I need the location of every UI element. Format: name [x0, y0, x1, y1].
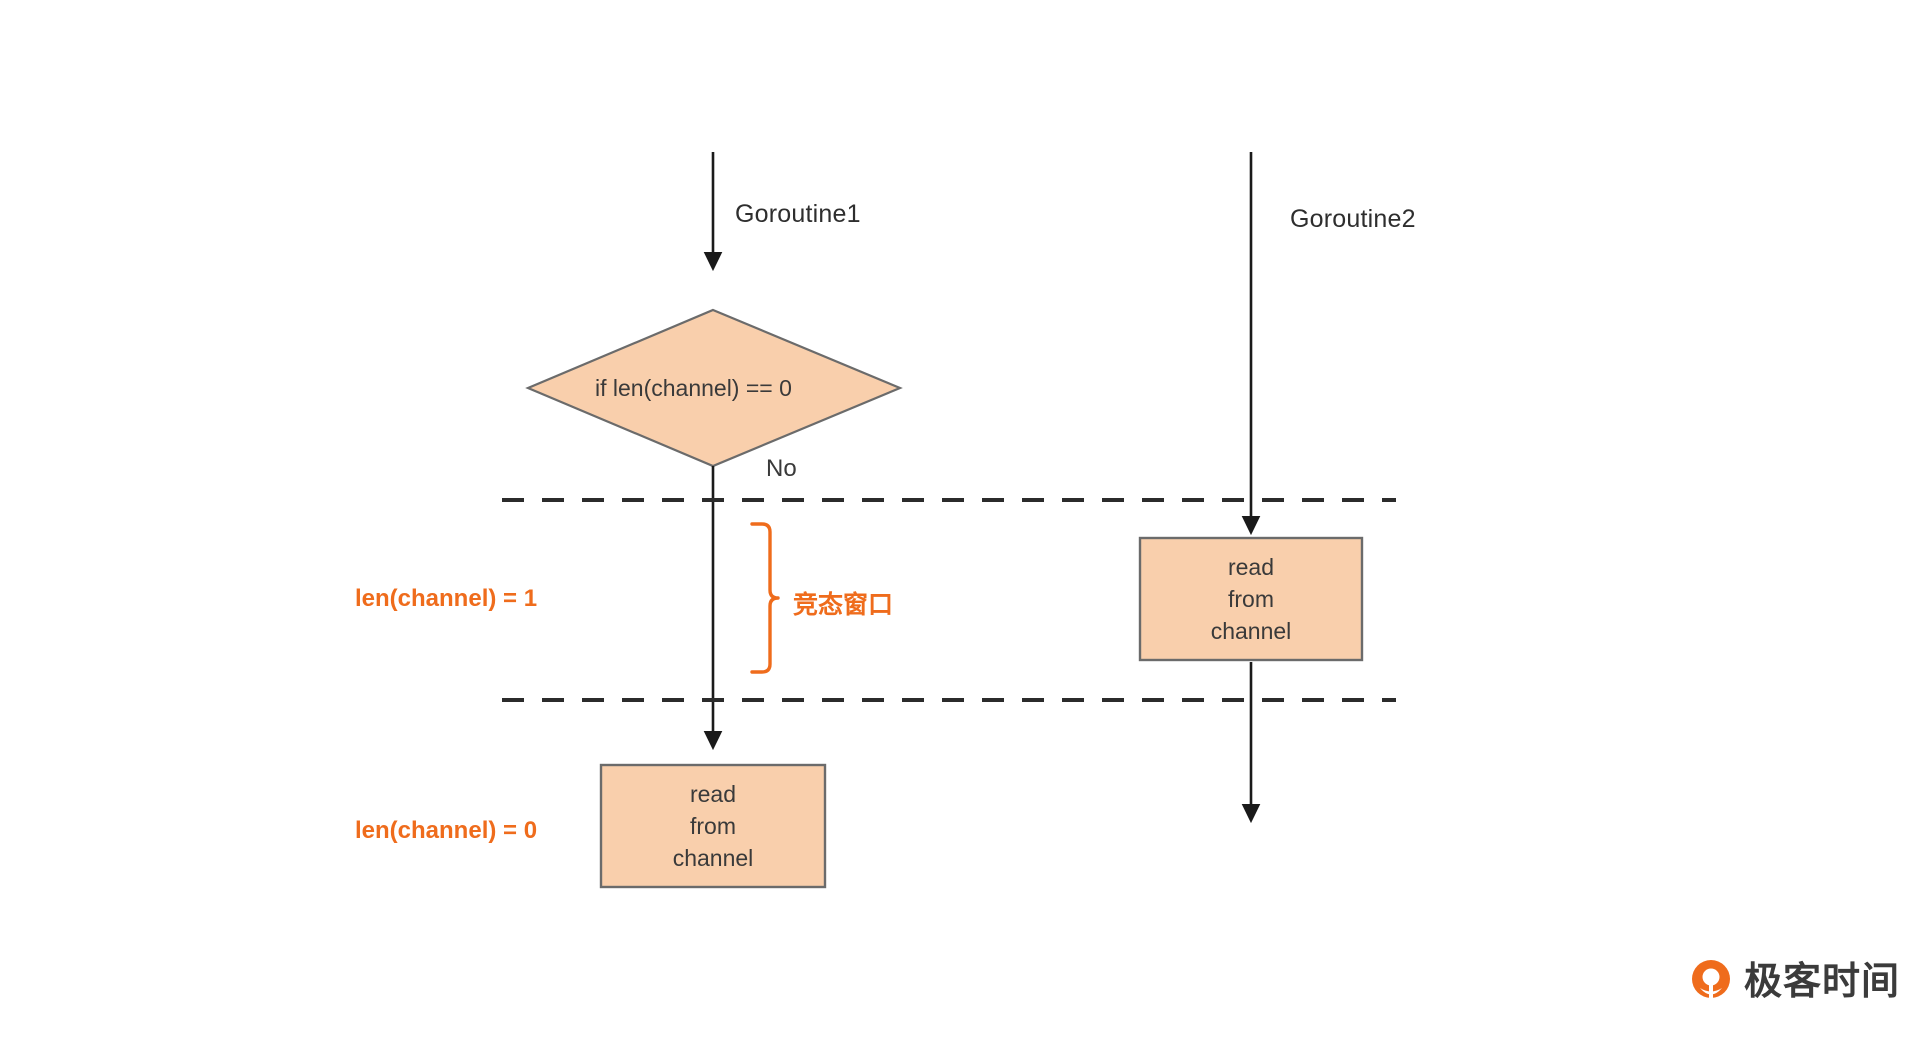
brand-logo: 极客时间	[1688, 958, 1900, 1004]
goroutine1-read-box	[599, 763, 827, 889]
goroutine1-read-box-label: read from channel	[601, 778, 825, 874]
lane-label-goroutine1: Goroutine1	[735, 200, 861, 228]
edge-label-no: No	[766, 455, 797, 482]
decision-node-label: if len(channel) == 0	[595, 375, 792, 401]
geektime-logo-icon	[1688, 958, 1734, 1004]
goroutine1-read-line-2: from	[690, 813, 736, 839]
lane-label-goroutine2: Goroutine2	[1290, 205, 1416, 233]
goroutine2-read-line-1: read	[1227, 554, 1275, 580]
goroutine1-read-line-1: read	[689, 781, 737, 807]
annotation-race-window: 竞态窗口	[793, 590, 894, 619]
annotation-len-channel-0: len(channel) = 0	[355, 817, 538, 844]
goroutine2-read-line-3: channel	[1210, 618, 1292, 644]
race-window-brace	[750, 522, 780, 674]
goroutine2-read-box-label: read from channel	[1140, 551, 1362, 647]
goroutine2-read-box	[1138, 536, 1364, 662]
goroutine2-read-line-2: from	[1228, 586, 1274, 612]
goroutine1-read-line-3: channel	[672, 845, 754, 871]
brand-name: 极客时间	[1744, 959, 1901, 1003]
annotation-len-channel-1: len(channel) = 1	[355, 585, 538, 612]
